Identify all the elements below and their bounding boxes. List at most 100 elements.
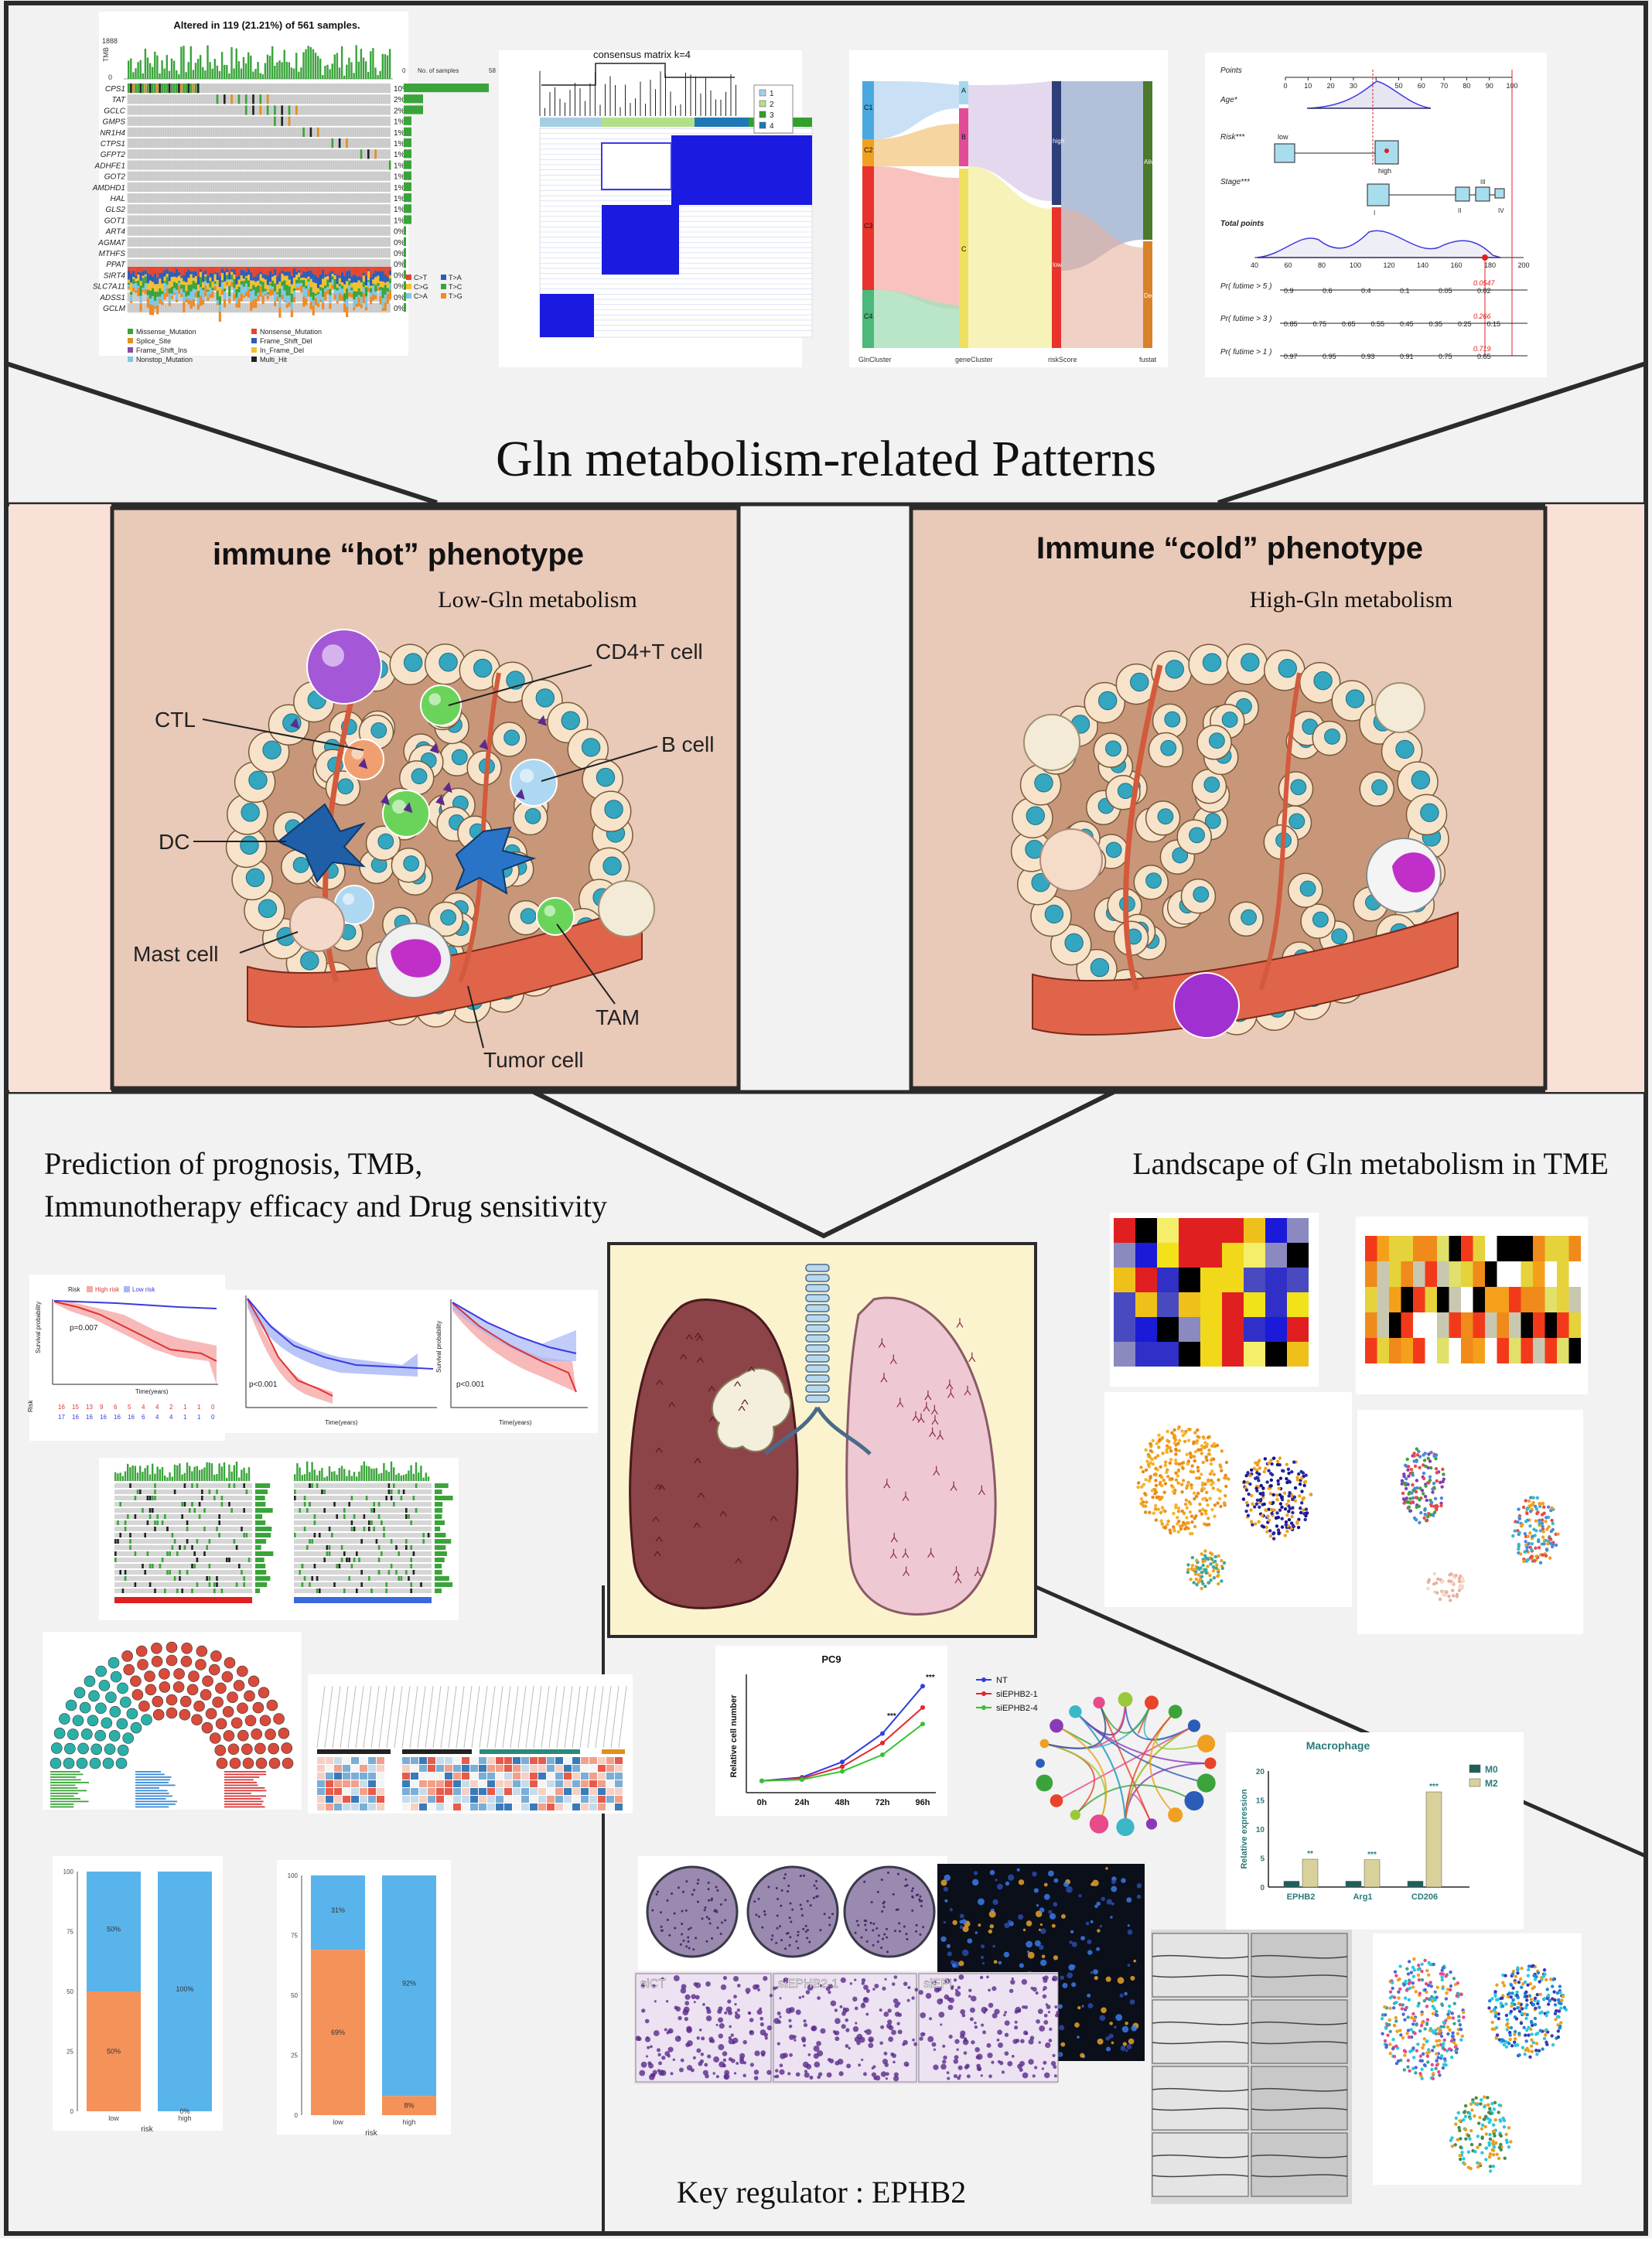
titv-segment	[183, 282, 185, 285]
total-tick: 120	[1383, 261, 1394, 269]
titv-segment	[161, 294, 163, 302]
titv-segment	[238, 275, 241, 279]
heat-cell	[351, 1803, 359, 1810]
mutation-cell	[140, 84, 142, 93]
titv-segment	[265, 267, 267, 275]
titv-segment	[374, 267, 377, 271]
pct-label: 0%	[394, 294, 405, 302]
mutation-cell	[252, 94, 254, 104]
mini-tmb-bar	[420, 1466, 422, 1481]
mini-tmb-bar	[393, 1467, 394, 1481]
mini-mut	[385, 1589, 387, 1593]
tumor-nucleus	[504, 730, 520, 746]
matrix-row	[128, 94, 391, 104]
arc-dot	[237, 1666, 247, 1677]
titv-swatch	[406, 275, 411, 280]
titv-segment	[281, 285, 283, 295]
titv-segment	[312, 274, 315, 282]
titv-swatch	[441, 284, 446, 289]
gene-label: GOT1	[104, 217, 125, 225]
tumor-nucleus	[1241, 909, 1257, 925]
mini-mut	[326, 1551, 329, 1556]
titv-segment	[308, 277, 310, 279]
mutation-cell	[281, 105, 283, 114]
mini-row	[114, 1490, 252, 1494]
flow	[874, 166, 959, 309]
mini-tmb-bar	[228, 1465, 230, 1481]
mini-tmb-bar	[358, 1472, 360, 1481]
nomo-row-label: Pr( futime > 3 )	[1220, 315, 1271, 323]
titv-segment	[336, 275, 339, 284]
mini-tmb-bar	[311, 1462, 312, 1481]
heat-cell	[462, 1765, 469, 1772]
titv-segment	[161, 302, 163, 305]
mini-mut	[125, 1570, 127, 1575]
titv-segment	[217, 280, 219, 291]
titv-segment	[252, 267, 254, 277]
heat-cell	[343, 1773, 350, 1780]
titv-segment	[233, 279, 235, 288]
stage-box-4	[1495, 189, 1504, 198]
titv-segment	[132, 279, 135, 284]
titv-segment	[224, 271, 226, 282]
heat-cell	[479, 1780, 486, 1787]
titv-segment	[384, 283, 387, 285]
heat-cell	[462, 1796, 469, 1803]
mutation-cell	[176, 84, 178, 93]
titv-segment	[322, 297, 324, 303]
tmb-bar	[360, 49, 362, 79]
titv-segment	[130, 267, 132, 273]
titv-segment	[284, 272, 286, 276]
titv-segment	[132, 284, 135, 288]
lung-panel	[609, 1244, 1036, 1636]
titv-segment	[310, 267, 312, 270]
matrix-row	[128, 160, 391, 169]
titv-segment	[339, 276, 341, 278]
titv-segment	[190, 275, 193, 285]
heat-cell	[368, 1757, 376, 1764]
titv-segment	[228, 273, 230, 279]
titv-segment	[156, 292, 159, 297]
mini-tmb-bar	[376, 1468, 377, 1481]
mini-mut	[129, 1533, 131, 1537]
titv-segment	[252, 290, 254, 300]
tumor-nucleus	[1035, 774, 1053, 792]
mini-mut	[415, 1508, 418, 1513]
arc-dot	[152, 1656, 162, 1667]
titv-segment	[245, 272, 247, 276]
stacked-ytick: 25	[291, 2053, 298, 2059]
heat-cell	[351, 1757, 359, 1764]
mini-side-bar	[255, 1520, 265, 1525]
tmb-bar	[180, 46, 182, 79]
tmb-bar	[310, 47, 312, 79]
mutation-cell	[137, 84, 139, 93]
titv-segment	[346, 307, 348, 317]
heat-cell	[368, 1773, 376, 1780]
legend-label: Missense_Mutation	[136, 328, 196, 336]
arc-dot	[260, 1715, 271, 1726]
pr-tick: 0.91	[1400, 353, 1414, 360]
arc-dot	[251, 1728, 262, 1739]
titv-segment	[382, 299, 384, 309]
tmb-bar	[341, 46, 343, 79]
arc-dot	[179, 1709, 190, 1720]
mutation-cell	[171, 84, 173, 93]
titv-segment	[346, 281, 348, 288]
heat-cell	[1222, 1243, 1244, 1268]
mini-mut	[186, 1570, 189, 1575]
mini-mut	[378, 1502, 381, 1507]
titv-segment	[140, 295, 142, 304]
tumor-nucleus	[605, 800, 623, 818]
heat-cell	[445, 1803, 452, 1810]
arc-dot	[203, 1676, 213, 1687]
mini-row	[294, 1502, 432, 1507]
titv-segment	[389, 275, 391, 278]
mini-mut	[410, 1545, 412, 1550]
stacked-ytick: 50	[67, 1988, 73, 1995]
mini-mut	[236, 1545, 238, 1550]
heat-cell	[572, 1773, 580, 1780]
pr-tick: 0.75	[1313, 320, 1327, 328]
heatmap-1	[1114, 1218, 1309, 1367]
tmb-bar	[370, 51, 371, 79]
